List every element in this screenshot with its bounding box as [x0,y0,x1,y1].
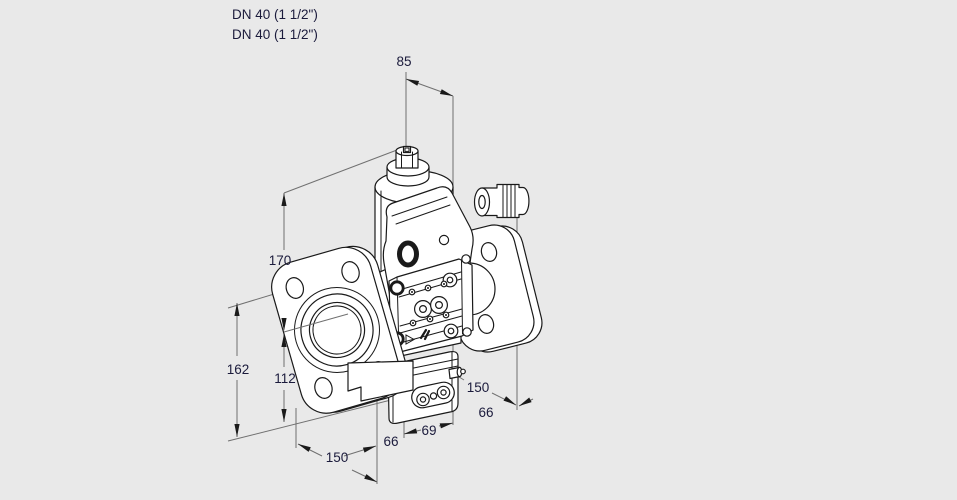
bottom-step-bracket [347,360,414,402]
arrowhead [503,396,516,405]
impulse-pin [448,366,466,380]
dim-label-162: 162 [227,362,250,377]
dim-label-66-bottom: 66 [383,434,398,449]
arrowhead [281,193,287,206]
arrowhead [298,444,311,452]
nominal-size-line-2: DN 40 (1 1/2") [232,27,318,42]
dim-label-150-bottom: 150 [326,450,349,465]
cable-gland [473,183,530,219]
arrowhead [234,303,240,316]
arrowhead [281,409,287,422]
dimension-overlay: 85 170 162 112 150 66 69 150 66 [227,54,532,482]
arrowhead [364,474,377,482]
arrowhead [234,424,240,437]
dim-label-150-right: 150 [467,380,490,395]
arrowhead [406,79,420,86]
valve-part [271,145,543,425]
nominal-size-line-1: DN 40 (1 1/2") [232,7,318,22]
arrowhead [404,428,418,434]
dim-label-85: 85 [396,54,411,69]
arrowhead [439,423,453,429]
dim-label-170: 170 [269,253,292,268]
dim-label-112: 112 [274,371,296,386]
title-block: DN 40 (1 1/2") DN 40 (1 1/2") [232,7,318,42]
arrowhead [281,334,287,347]
arrowhead [439,89,453,96]
arrowhead [362,446,376,453]
valve-body [388,254,474,354]
arrowhead [281,318,287,331]
dim-label-66-right: 66 [478,405,493,420]
arrowhead [519,397,532,406]
dim-label-69: 69 [421,423,436,438]
